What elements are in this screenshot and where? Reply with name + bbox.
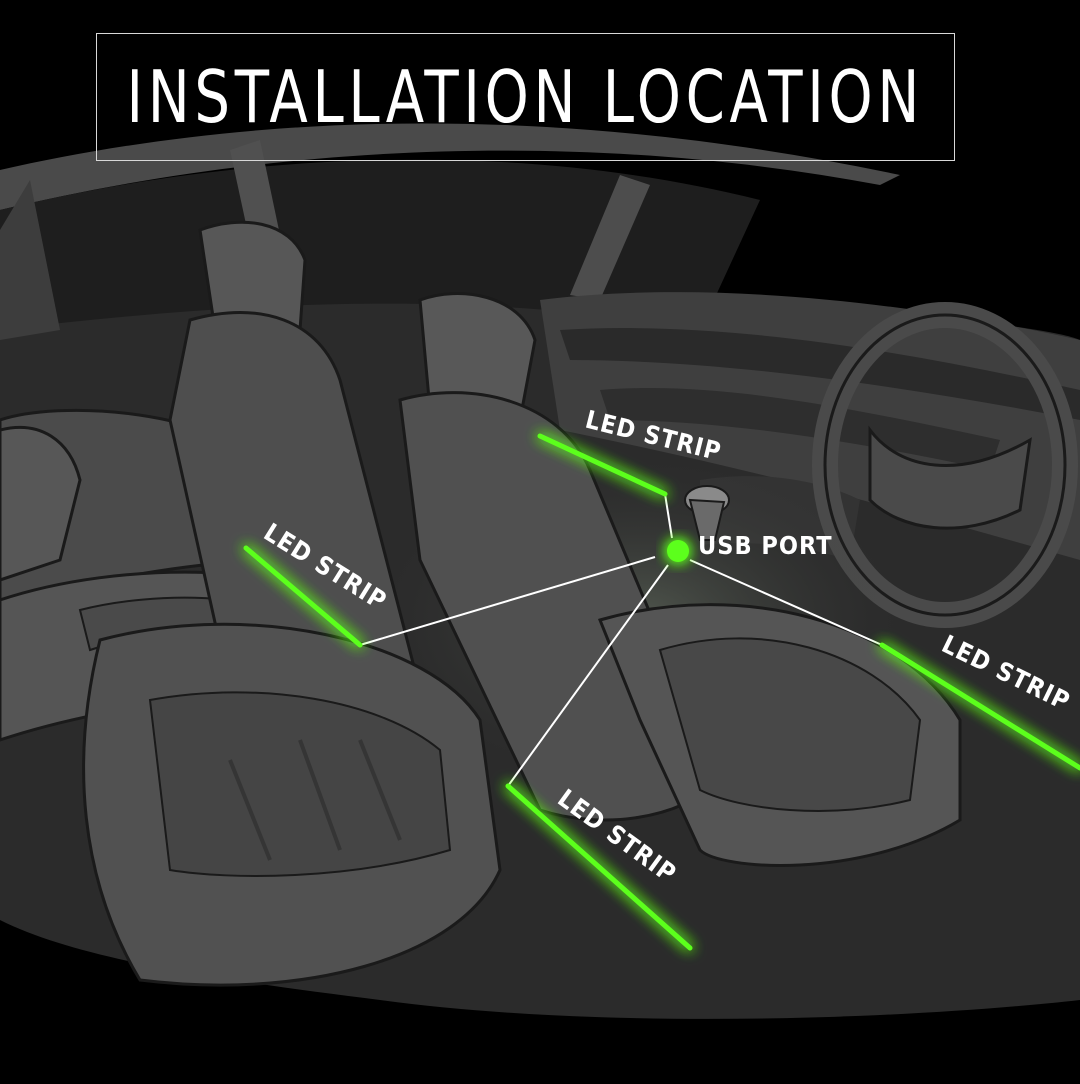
front-left-seat: [82, 220, 502, 987]
usb-port-hub[interactable]: USB PORT: [667, 531, 833, 562]
gear-knob: [684, 485, 730, 541]
led-strips: [243, 433, 1080, 951]
led-strip-right[interactable]: [879, 642, 1080, 771]
wire-right: [689, 559, 883, 646]
usb-port-label: USB PORT: [698, 531, 833, 560]
wire-front-bottom: [507, 564, 669, 787]
led-strip-front-bottom[interactable]: [505, 783, 693, 951]
led-strip-rear-left[interactable]: [243, 545, 363, 648]
steering-wheel: [812, 302, 1078, 628]
wiring: [359, 493, 883, 787]
wire-rear-left: [359, 556, 656, 646]
usb-port-dot[interactable]: [667, 540, 689, 562]
title-banner: INSTALLATION LOCATION: [96, 33, 955, 161]
front-right-seat: [398, 292, 962, 867]
page-title: INSTALLATION LOCATION: [126, 55, 925, 139]
wire-front-center: [664, 493, 673, 539]
led-strip-front-center[interactable]: [537, 433, 668, 497]
